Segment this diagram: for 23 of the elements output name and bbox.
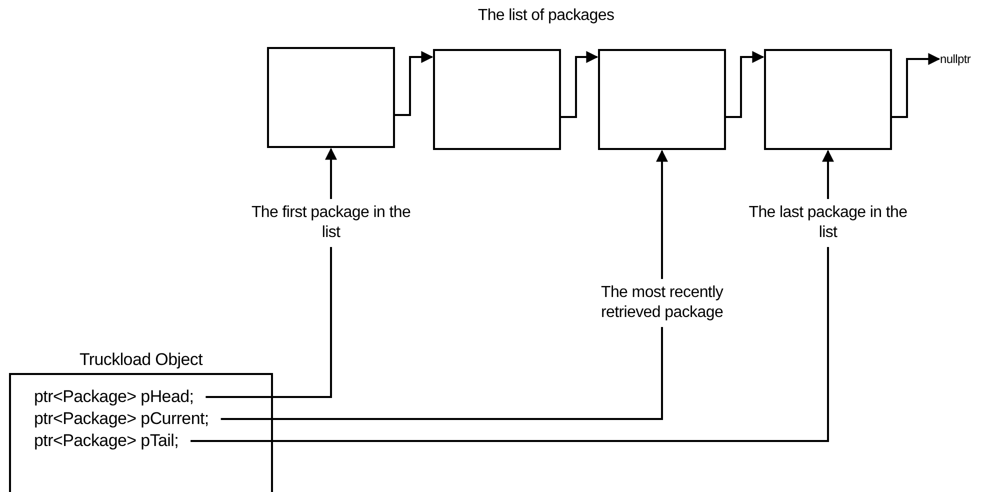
arrow: [822, 150, 834, 199]
arrow: [561, 51, 598, 118]
annotation-text: The first package in the list: [251, 203, 411, 243]
arrow: [325, 148, 337, 199]
connector-line: [206, 247, 332, 398]
code-line: ptr<Package> pHead;: [34, 387, 194, 407]
code-line: ptr<Package> pTail;: [34, 431, 179, 451]
node-box: [267, 47, 395, 148]
code-line: ptr<Package> pCurrent;: [34, 409, 209, 429]
connector-line: [220, 327, 663, 420]
arrow: [656, 150, 668, 279]
connector-line: [190, 247, 829, 442]
annotation-text: The last package in the list: [748, 203, 908, 243]
node-box: [764, 49, 892, 150]
arrow: [892, 53, 940, 118]
annotation-text: The most recently retrieved package: [582, 283, 742, 323]
diagram-title: The list of packages: [476, 6, 616, 26]
arrow: [395, 51, 434, 116]
node-box: [598, 49, 726, 150]
node-box: [433, 49, 561, 150]
arrow: [726, 51, 764, 118]
object-title: Truckload Object: [78, 350, 204, 370]
pointer-label: nullptr: [940, 49, 971, 69]
